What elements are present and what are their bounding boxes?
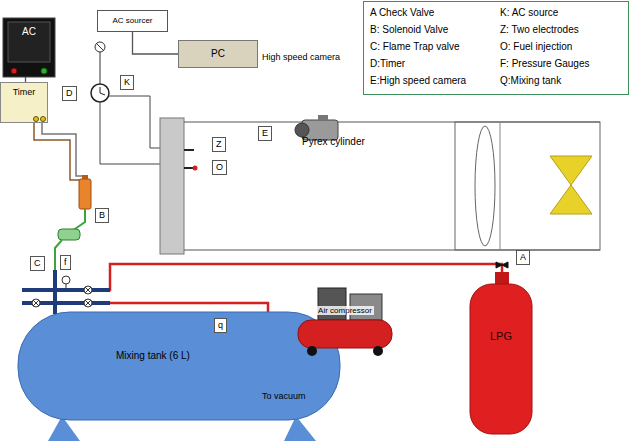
- solenoid-valve: [82, 175, 88, 179]
- manifold: [85, 287, 91, 293]
- air-compressor-body: [307, 346, 317, 356]
- legend-entry: D:Timer: [370, 57, 405, 70]
- manifold: [84, 299, 92, 307]
- ac-box: AC: [3, 18, 55, 77]
- ac-box-body: [3, 18, 55, 77]
- pyrex-cylinder-body: [160, 118, 600, 254]
- timer-wires: [34, 123, 86, 180]
- sensor-wiring: [100, 87, 101, 93]
- legend-entry: Z: Two electrodes: [500, 23, 579, 36]
- legend-entry: Q:Mixing tank: [500, 74, 561, 87]
- callout-letter: A: [516, 250, 530, 265]
- pyrex-cylinder-body: [500, 122, 501, 250]
- timer-wires: [42, 123, 86, 179]
- mixing-tank-body: [18, 312, 340, 441]
- flame-trap-pipe: [55, 209, 85, 272]
- manifold: [85, 300, 91, 306]
- air-compressor-body: [298, 288, 392, 356]
- callout-letter: q: [214, 318, 227, 333]
- process-box: PC: [178, 40, 258, 68]
- legend-entry: F: Pressure Gauges: [500, 57, 589, 70]
- terminals: [41, 117, 46, 122]
- solenoid-valve: [79, 179, 91, 209]
- red-supply-pipes: [100, 264, 502, 290]
- legend-entry: B: Solenoid Valve: [370, 23, 448, 36]
- legend-entry: E:High speed camera: [370, 74, 466, 87]
- timer-box: Timer: [0, 82, 48, 123]
- terminals: [11, 68, 47, 122]
- pyrex-cylinder: Pyrex cylinder: [160, 118, 600, 254]
- timer-wires: [34, 123, 80, 180]
- node-text: Timer: [13, 87, 36, 97]
- wire-connector: [133, 32, 179, 54]
- manifold: [66, 284, 67, 290]
- manifold: [22, 270, 110, 314]
- sensor-wiring: [100, 52, 101, 84]
- callout-letter: D: [62, 86, 77, 101]
- callout-letter: O: [212, 160, 227, 175]
- callout-letter: C: [30, 256, 45, 271]
- manifold: [33, 300, 39, 306]
- callout-letter: K: [120, 75, 134, 90]
- node-text: PC: [211, 48, 225, 60]
- terminals: [11, 68, 17, 74]
- solenoid-valve: [79, 175, 91, 209]
- lpg-bottle-body: [470, 272, 532, 434]
- pyrex-cylinder-body: [160, 118, 184, 254]
- red-supply-pipes: [496, 262, 508, 268]
- manifold: [22, 270, 110, 314]
- legend-entry: A Check Valve: [370, 6, 434, 19]
- camera-label: High speed camera: [262, 51, 340, 64]
- ac-box-body: [8, 22, 50, 62]
- lpg-bottle: LPG: [470, 272, 532, 434]
- sensor-wiring: [100, 93, 105, 95]
- callout-letter: E: [258, 126, 272, 141]
- sensor-wiring: [91, 84, 109, 102]
- terminals: [41, 68, 47, 74]
- manifold: [62, 276, 70, 284]
- pyrex-cylinder-body: [475, 126, 495, 246]
- manifold: [84, 286, 92, 294]
- node-text: Pyrex cylinder: [302, 136, 365, 148]
- callout-letter: Z: [212, 137, 226, 152]
- high-speed-camera: [318, 115, 328, 120]
- high-speed-camera: [295, 123, 309, 137]
- node-text: Mixing tank (6 L): [116, 350, 190, 362]
- air-compressor-body: [298, 320, 392, 348]
- legend-entry: K: AC source: [500, 6, 558, 19]
- mixing-tank-body: [18, 312, 340, 420]
- node-text: AC: [22, 26, 36, 38]
- manifold: [32, 299, 40, 307]
- air-compressor-body: [318, 288, 346, 320]
- pyrex-cylinder-body: [550, 156, 592, 185]
- node-text: AC sourcer: [112, 16, 152, 25]
- flame-trap-pipe: [72, 209, 85, 231]
- legend-entry: C: Flame Trap valve: [370, 40, 459, 53]
- legend-box: A Check Valve K: AC source B: Solenoid Val…: [363, 1, 629, 95]
- node-text: Air compressor: [316, 306, 374, 315]
- pyrex-cylinder-body: [550, 185, 592, 214]
- pyrex-cylinder-body: [193, 166, 198, 171]
- mixing-tank: Mixing tank (6 L): [18, 312, 340, 420]
- pipe-label: To vacuum: [262, 390, 306, 403]
- pyrex-cylinder-body: [455, 122, 600, 250]
- air-compressor: Air compressor: [296, 284, 394, 356]
- legend-entry: O: Fuel injection: [500, 40, 572, 53]
- flame-trap-pipe: [58, 229, 80, 240]
- terminals: [34, 117, 39, 122]
- process-box: AC sourcer: [97, 10, 168, 32]
- lpg-bottle-body: [470, 284, 532, 434]
- sensor-wiring: [95, 42, 105, 52]
- callout-letter: B: [95, 208, 109, 223]
- air-compressor-body: [373, 346, 383, 356]
- pyrex-cylinder-body: [184, 149, 194, 151]
- sensor-wiring: [96, 43, 104, 51]
- node-text: LPG: [490, 330, 512, 343]
- ac-box-body: [3, 18, 55, 77]
- callout-letter: f: [60, 255, 71, 270]
